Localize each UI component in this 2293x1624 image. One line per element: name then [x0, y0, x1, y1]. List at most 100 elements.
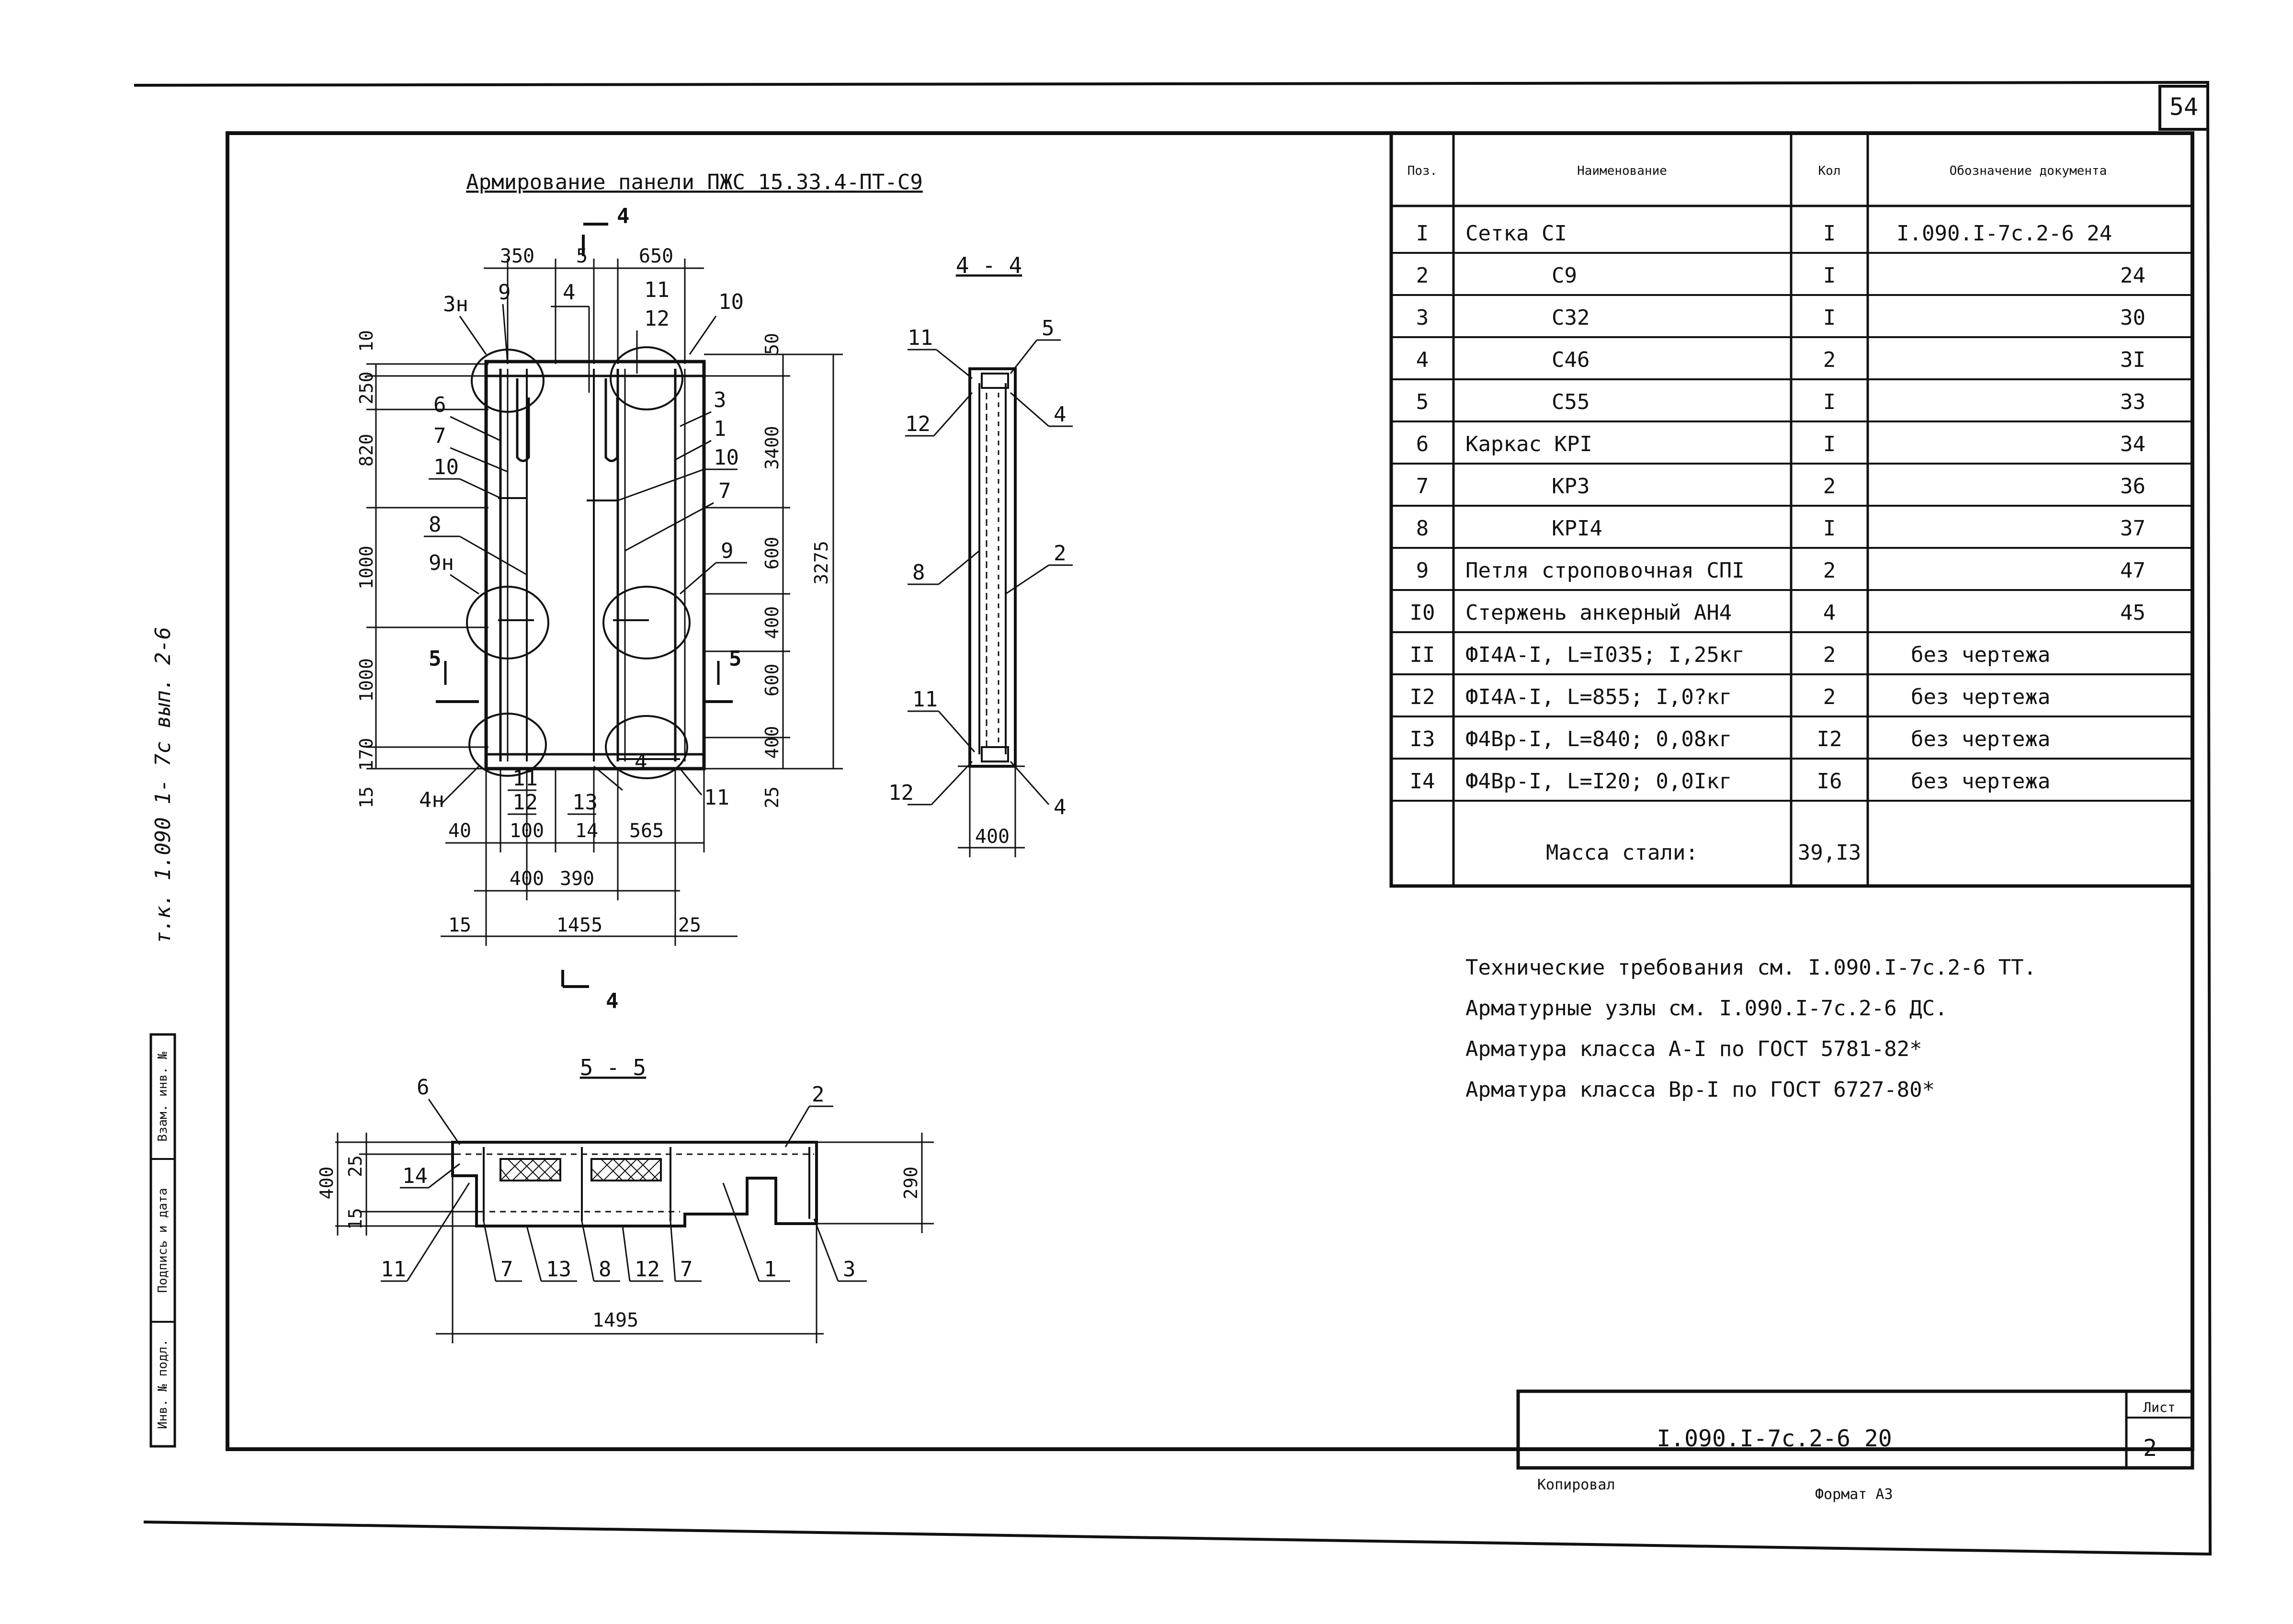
svg-text:8: 8 — [599, 1257, 612, 1282]
svg-text:7: 7 — [433, 424, 446, 448]
spec-cell: Каркас КРI — [1465, 432, 1592, 456]
spec-mass-label: Масса стали: — [1546, 840, 1698, 865]
spec-cell: 2 — [1416, 263, 1429, 288]
svg-text:2: 2 — [1054, 541, 1067, 566]
svg-text:3400: 3400 — [761, 426, 783, 470]
spec-cell: 9 — [1416, 558, 1429, 583]
svg-text:50: 50 — [761, 333, 783, 355]
spec-cell: 5 — [1416, 390, 1429, 414]
svg-text:11: 11 — [381, 1257, 406, 1282]
side-code: т.к. 1.090 1- 7с вып. 2-6 — [151, 627, 175, 944]
plan-callouts: 3н 9 4 11 12 10 6 7 10 3 1 10 — [419, 278, 747, 815]
svg-text:10: 10 — [433, 455, 459, 479]
spec-cell: I — [1823, 221, 1836, 246]
note-1: Технические требования см. I.090.I-7c.2-… — [1465, 955, 2036, 980]
svg-text:10: 10 — [356, 330, 377, 352]
spec-cell: КР3 — [1552, 474, 1589, 499]
svg-text:1495: 1495 — [592, 1309, 638, 1331]
svg-text:8: 8 — [429, 512, 442, 537]
spec-cell: I2 — [1817, 727, 1842, 751]
plan-dims-right: 50 3400 600 400 600 400 25 3275 — [704, 333, 843, 808]
stamp-label-sign: Подпись и дата — [156, 1188, 170, 1293]
svg-text:5: 5 — [729, 647, 742, 671]
section-5-5-title: 5 - 5 — [580, 1055, 646, 1080]
svg-text:25: 25 — [345, 1155, 366, 1177]
spec-cell: 7 — [1416, 474, 1429, 499]
svg-text:3н: 3н — [443, 292, 468, 317]
plan-dims-top: 350 5 650 — [484, 245, 704, 364]
svg-text:600: 600 — [761, 664, 783, 697]
spec-cell: 36 — [2120, 474, 2145, 499]
svg-text:4н: 4н — [419, 788, 444, 812]
svg-text:650: 650 — [639, 245, 673, 267]
spec-cell: 8 — [1416, 516, 1429, 541]
svg-text:12: 12 — [635, 1257, 660, 1282]
spec-cell: ФI4А-I, L=855; I,0?кг — [1465, 685, 1732, 709]
notes: Технические требования см. I.090.I-7c.2-… — [1465, 955, 2036, 1102]
spec-cell: 4 — [1416, 348, 1429, 372]
svg-text:5: 5 — [429, 647, 442, 671]
svg-text:400: 400 — [510, 868, 544, 890]
plan-title: Армирование панели ПЖС 15.33.4-ПТ-С9 — [466, 170, 923, 194]
spec-cell: 30 — [2120, 306, 2145, 330]
svg-text:25: 25 — [761, 786, 783, 808]
note-3: Арматура класса А-I по ГОСТ 5781-82* — [1465, 1037, 1922, 1061]
spec-cell: C32 — [1552, 306, 1589, 330]
sheet-value: 2 — [2143, 1435, 2157, 1462]
spec-header-doc: Обозначение документа — [1950, 164, 2107, 178]
spec-mass-value: 39,I3 — [1798, 840, 1861, 865]
section-4-4: 4 - 4 400 11 5 12 4 8 2 11 12 — [888, 252, 1073, 857]
svg-text:14: 14 — [575, 820, 598, 842]
spec-cell: 2 — [1823, 558, 1836, 583]
spec-cell: C46 — [1552, 348, 1589, 372]
svg-text:1000: 1000 — [356, 545, 377, 590]
svg-text:1455: 1455 — [556, 914, 602, 936]
svg-text:100: 100 — [510, 820, 544, 842]
spec-cell: I — [1823, 516, 1836, 541]
spec-cell: 6 — [1416, 432, 1429, 456]
spec-cell: I0 — [1410, 601, 1435, 625]
svg-text:820: 820 — [356, 434, 377, 467]
spec-cell: I6 — [1817, 769, 1842, 794]
svg-text:4: 4 — [1054, 402, 1067, 427]
note-4: Арматура класса Вр-I по ГОСТ 6727-80* — [1465, 1078, 1935, 1102]
svg-text:11: 11 — [512, 766, 538, 791]
svg-text:40: 40 — [448, 820, 471, 842]
section-5-5: 5 - 5 400 25 15 290 1495 6 2 — [316, 1055, 934, 1343]
svg-text:3: 3 — [843, 1257, 856, 1282]
svg-text:7: 7 — [500, 1257, 513, 1282]
svg-text:290: 290 — [900, 1167, 921, 1200]
spec-cell: I2 — [1410, 685, 1435, 709]
svg-text:13: 13 — [546, 1257, 571, 1282]
spec-cell: 2 — [1823, 474, 1836, 499]
spec-cell: 34 — [2120, 432, 2145, 456]
svg-text:400: 400 — [761, 606, 783, 639]
spec-cell: I — [1416, 221, 1429, 246]
left-stamp: Инв. № подл. Подпись и дата Взам. инв. №… — [149, 627, 176, 1448]
svg-text:13: 13 — [572, 790, 598, 815]
stamp-label-replace: Взам. инв. № — [156, 1052, 170, 1142]
section-4-marks: 4 4 — [561, 204, 630, 1013]
svg-text:6: 6 — [433, 393, 446, 417]
svg-text:5: 5 — [1042, 316, 1055, 341]
spec-cell: I4 — [1410, 769, 1435, 794]
svg-text:390: 390 — [560, 868, 594, 890]
svg-text:600: 600 — [761, 537, 783, 570]
spec-header-name: Наименование — [1577, 164, 1667, 178]
svg-text:7: 7 — [680, 1257, 693, 1282]
spec-cell: 2 — [1823, 348, 1836, 372]
spec-cell: без чертежа — [1911, 769, 2050, 794]
spec-cell: 2 — [1823, 685, 1836, 709]
spec-cell: C55 — [1552, 390, 1589, 414]
svg-text:1: 1 — [714, 417, 726, 441]
svg-text:9: 9 — [721, 539, 734, 563]
spec-cell: 45 — [2120, 601, 2145, 625]
spec-cell: I3 — [1410, 727, 1435, 751]
svg-text:12: 12 — [905, 412, 931, 436]
sheet-label: Лист — [2143, 1399, 2175, 1415]
spec-cell: без чертежа — [1911, 727, 2050, 751]
svg-text:15: 15 — [356, 786, 377, 808]
svg-text:5: 5 — [576, 245, 588, 267]
spec-cell: 2 — [1823, 643, 1836, 667]
spec-cell: Петля строповочная СПI — [1465, 558, 1745, 583]
